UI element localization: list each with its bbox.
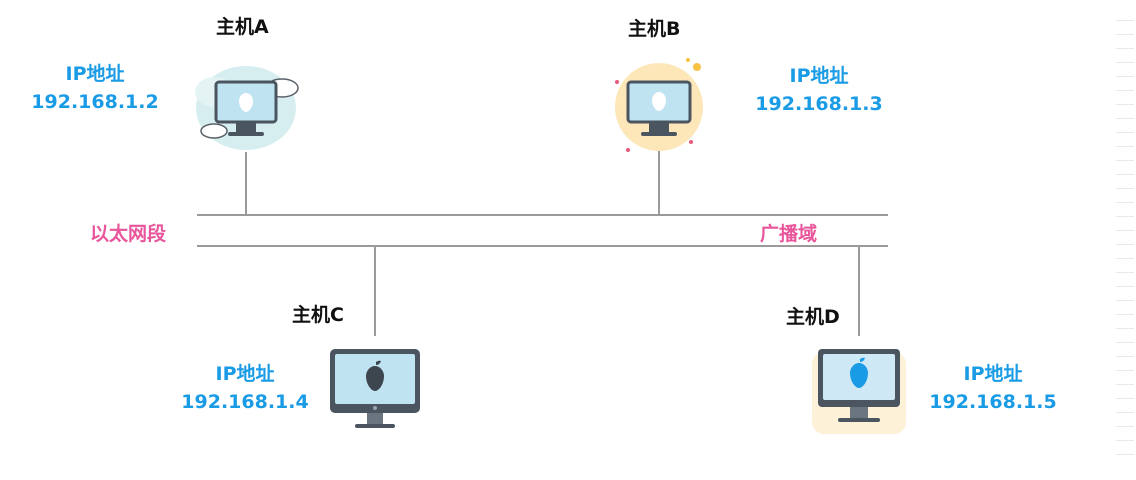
host-b-ip-address: 192.168.1.3	[755, 93, 883, 115]
ethernet-segment-label: 以太网段	[90, 223, 167, 245]
edge-dots	[1116, 20, 1134, 455]
host-b-ip-label: IP地址	[789, 65, 849, 87]
host-c-computer-icon	[330, 349, 420, 428]
host-a-ip-label: IP地址	[65, 63, 125, 85]
host-b-ip-block: IP地址 192.168.1.3	[754, 62, 884, 118]
broadcast-domain-label: 广播域	[760, 223, 818, 245]
host-c-ip-block: IP地址 192.168.1.4	[180, 360, 310, 416]
host-a-name: 主机A	[216, 16, 269, 38]
host-a-computer-icon	[195, 66, 299, 150]
host-b-name: 主机B	[628, 18, 681, 40]
host-b-computer-icon	[615, 58, 703, 152]
host-c-name: 主机C	[292, 304, 344, 326]
host-d-ip-address: 192.168.1.5	[929, 391, 1057, 413]
host-a-ip-address: 192.168.1.2	[31, 91, 159, 113]
host-d-name: 主机D	[786, 306, 840, 328]
host-d-ip-label: IP地址	[963, 363, 1023, 385]
host-d-ip-block: IP地址 192.168.1.5	[928, 360, 1058, 416]
host-c-ip-address: 192.168.1.4	[181, 391, 309, 413]
host-c-ip-label: IP地址	[215, 363, 275, 385]
host-a-ip-block: IP地址 192.168.1.2	[30, 60, 160, 116]
host-d-computer-icon	[812, 349, 906, 434]
